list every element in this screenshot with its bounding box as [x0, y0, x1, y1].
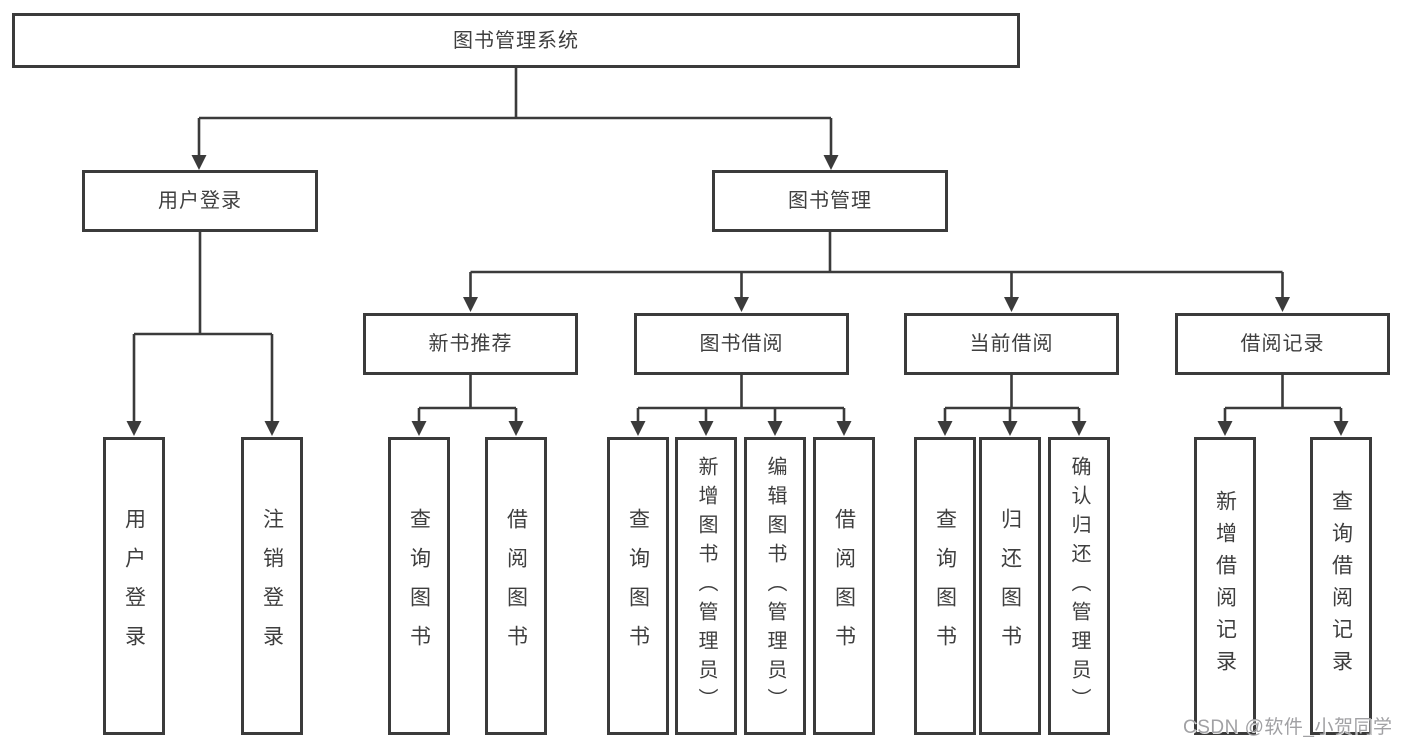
- node-borrow-books-borrowing: 借阅图书: [813, 437, 875, 735]
- csdn-watermark: CSDN @软件_小贺同学: [1183, 717, 1393, 738]
- node-book-borrowing: 图书借阅: [634, 313, 849, 375]
- node-edit-books-admin: 编辑图书（管理员）: [744, 437, 806, 735]
- node-user-login: 用户登录: [82, 170, 318, 232]
- node-book-management: 图书管理: [712, 170, 948, 232]
- node-add-books-admin: 新增图书（管理员）: [675, 437, 737, 735]
- node-confirm-return-admin: 确认归还（管理员）: [1048, 437, 1110, 735]
- node-root-system: 图书管理系统: [12, 13, 1020, 68]
- node-add-borrow-record: 新增借阅记录: [1194, 437, 1256, 735]
- node-borrowing-records: 借阅记录: [1175, 313, 1390, 375]
- node-user-login-leaf: 用户登录: [103, 437, 165, 735]
- node-query-books-recommend: 查询图书: [388, 437, 450, 735]
- node-current-borrowing: 当前借阅: [904, 313, 1119, 375]
- node-return-books: 归还图书: [979, 437, 1041, 735]
- node-query-borrow-record: 查询借阅记录: [1310, 437, 1372, 735]
- node-query-books-borrowing: 查询图书: [607, 437, 669, 735]
- node-borrow-books-recommend: 借阅图书: [485, 437, 547, 735]
- node-logout-leaf: 注销登录: [241, 437, 303, 735]
- node-new-book-recommendation: 新书推荐: [363, 313, 578, 375]
- node-query-books-current: 查询图书: [914, 437, 976, 735]
